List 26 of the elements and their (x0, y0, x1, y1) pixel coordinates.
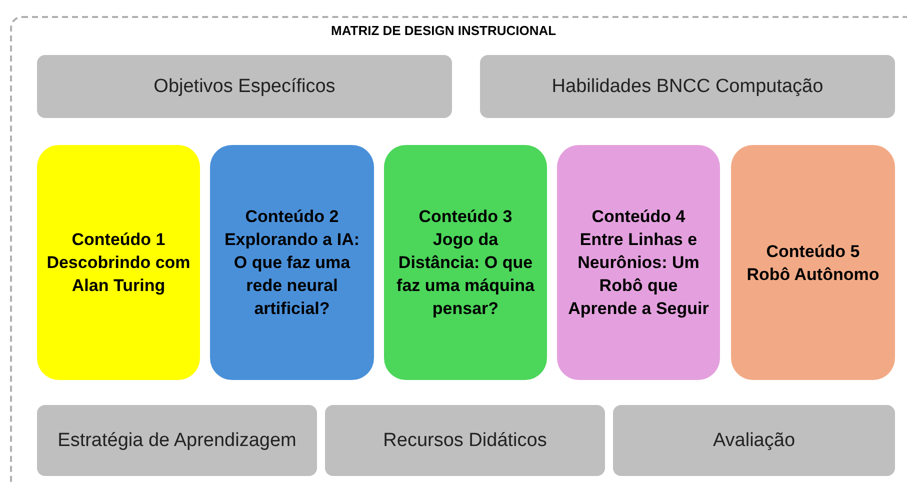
category-box (325, 405, 605, 476)
content-card (37, 145, 200, 380)
card-text: Entre Linhas e Neurônios: Um Robô que Aprende a Seguir (567, 229, 710, 320)
content-card (384, 145, 547, 380)
diagram-title: MATRIZ DE DESIGN INSTRUCIONAL (331, 22, 556, 40)
content-card (731, 145, 895, 380)
box-label: Objetivos Específicos (154, 74, 336, 98)
content-card (210, 145, 374, 380)
card-text: Jogo da Distância: O que faz uma máquina pensar? (396, 229, 536, 320)
card-text: Explorando a IA: O que faz uma rede neural artificial? (223, 229, 361, 320)
card-heading: Conteúdo 3 (418, 206, 512, 228)
box-label: Habilidades BNCC Computação (552, 74, 824, 98)
card-text: Descobrindo com Alan Turing (46, 252, 192, 297)
box-label: Avaliação (712, 428, 796, 452)
card-heading: Conteúdo 2 (245, 206, 339, 228)
content-card (557, 145, 720, 380)
category-box (480, 55, 895, 118)
category-box (613, 405, 895, 476)
card-heading: Conteúdo 5 (766, 240, 860, 262)
card-text: Robô Autônomo (746, 264, 880, 286)
card-heading: Conteúdo 1 (72, 229, 166, 251)
box-label: Estratégia de Aprendizagem (58, 428, 296, 452)
box-label: Recursos Didáticos (383, 428, 547, 452)
category-box (37, 55, 452, 118)
card-heading: Conteúdo 4 (592, 206, 686, 228)
category-box (37, 405, 317, 476)
